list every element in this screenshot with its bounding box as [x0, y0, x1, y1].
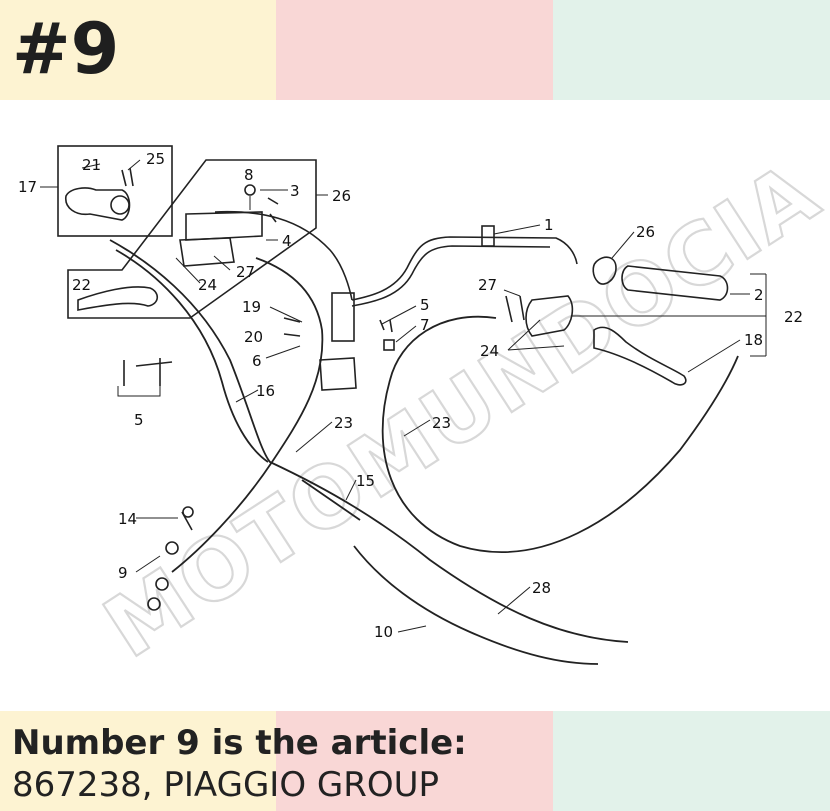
- label-8: 14: [118, 510, 137, 528]
- label-13: 17: [18, 178, 37, 196]
- screw-7: [244, 184, 256, 196]
- svg-text:MOTOMUNDOCIA: MOTOMUNDOCIA: [88, 143, 830, 677]
- box-21: [67, 159, 317, 319]
- cable-23: [381, 315, 739, 553]
- lever-18: [77, 286, 159, 311]
- nut-9b: [147, 597, 161, 611]
- label-24: 24: [480, 342, 499, 360]
- label-3b: 4: [282, 232, 292, 250]
- label-11: 15: [356, 472, 375, 490]
- label-4: 5: [134, 411, 144, 429]
- callout-labels: 17 21 25 8 3 26 4 27 24 22 1 26 2 22 18 …: [18, 150, 803, 641]
- label-26: 26: [636, 223, 655, 241]
- footer-band-green: [553, 711, 830, 811]
- part-number-badge: #9: [12, 8, 120, 90]
- label-12: 16: [256, 382, 275, 400]
- label-3a: 3: [290, 182, 300, 200]
- handlebar-inner: [351, 245, 551, 307]
- screw-5-right: [379, 319, 393, 333]
- footer-band-pink: [276, 711, 553, 811]
- label-21: 26: [332, 187, 351, 205]
- label-28: 28: [532, 579, 551, 597]
- leader-lines: [40, 159, 767, 633]
- handlebar: [351, 236, 578, 301]
- label-15: 19: [242, 298, 261, 316]
- nut-6: [383, 339, 395, 351]
- label-16: 20: [244, 328, 263, 346]
- steering-tube: [331, 292, 355, 342]
- steering-clamp: [319, 357, 357, 391]
- label-25: 25: [146, 150, 165, 168]
- label-9: 9: [118, 564, 128, 582]
- handlebar-boss: [481, 225, 495, 247]
- handlebar-left: [214, 210, 353, 301]
- lever-bracket-17: [65, 187, 131, 221]
- lever-14: [593, 326, 687, 386]
- screw-25: [121, 167, 134, 187]
- screw-3: [267, 197, 279, 223]
- lever-bracket-pivot: [110, 195, 130, 215]
- footer-band-yellow: [0, 711, 276, 811]
- header-band-green: [553, 0, 830, 100]
- label-6: 7: [420, 316, 430, 334]
- label-22: 22: [784, 308, 803, 326]
- cable-11: [301, 479, 361, 521]
- cable-19: [171, 257, 324, 573]
- caption-title: Number 9 is the article:: [12, 723, 467, 763]
- caption-article: 867238, PIAGGIO GROUP: [12, 765, 440, 805]
- caption: Number 9 is the article: 867238, PIAGGIO…: [12, 722, 467, 806]
- part-15-16: [283, 317, 301, 337]
- cable-10: [353, 545, 599, 665]
- footer-band: [0, 711, 830, 811]
- cap-26: [592, 256, 617, 285]
- spring-4: [123, 358, 161, 386]
- screw-27: [505, 295, 525, 323]
- header-band: [0, 0, 830, 100]
- label-27b: 27: [478, 276, 497, 294]
- label-5b: 6: [252, 352, 262, 370]
- spring: [135, 361, 173, 367]
- cable-12: [115, 249, 269, 463]
- label-23: 23: [432, 414, 451, 432]
- label-2: 2: [754, 286, 764, 304]
- box-13: [57, 145, 173, 237]
- label-10: 10: [374, 623, 393, 641]
- label-1: 1: [544, 216, 554, 234]
- lever-bracket-24: [525, 295, 574, 337]
- master-cylinder-body: [179, 237, 235, 267]
- exploded-parts-diagram: MOTOMUNDOCIA: [0, 100, 830, 711]
- label-18: 22: [72, 276, 91, 294]
- label-5a: 5: [420, 296, 430, 314]
- label-17: 21: [82, 156, 101, 174]
- header-band-pink: [276, 0, 553, 100]
- washer-9: [165, 541, 179, 555]
- watermark: MOTOMUNDOCIA: [86, 142, 830, 678]
- nut-9: [155, 577, 169, 591]
- master-cylinder: [185, 211, 263, 241]
- header-band-yellow: [0, 0, 276, 100]
- label-20: 24: [198, 276, 217, 294]
- label-7: 8: [244, 166, 254, 184]
- label-19: 23: [334, 414, 353, 432]
- label-27a: 27: [236, 263, 255, 281]
- label-14: 18: [744, 331, 763, 349]
- grip-2: [621, 265, 729, 301]
